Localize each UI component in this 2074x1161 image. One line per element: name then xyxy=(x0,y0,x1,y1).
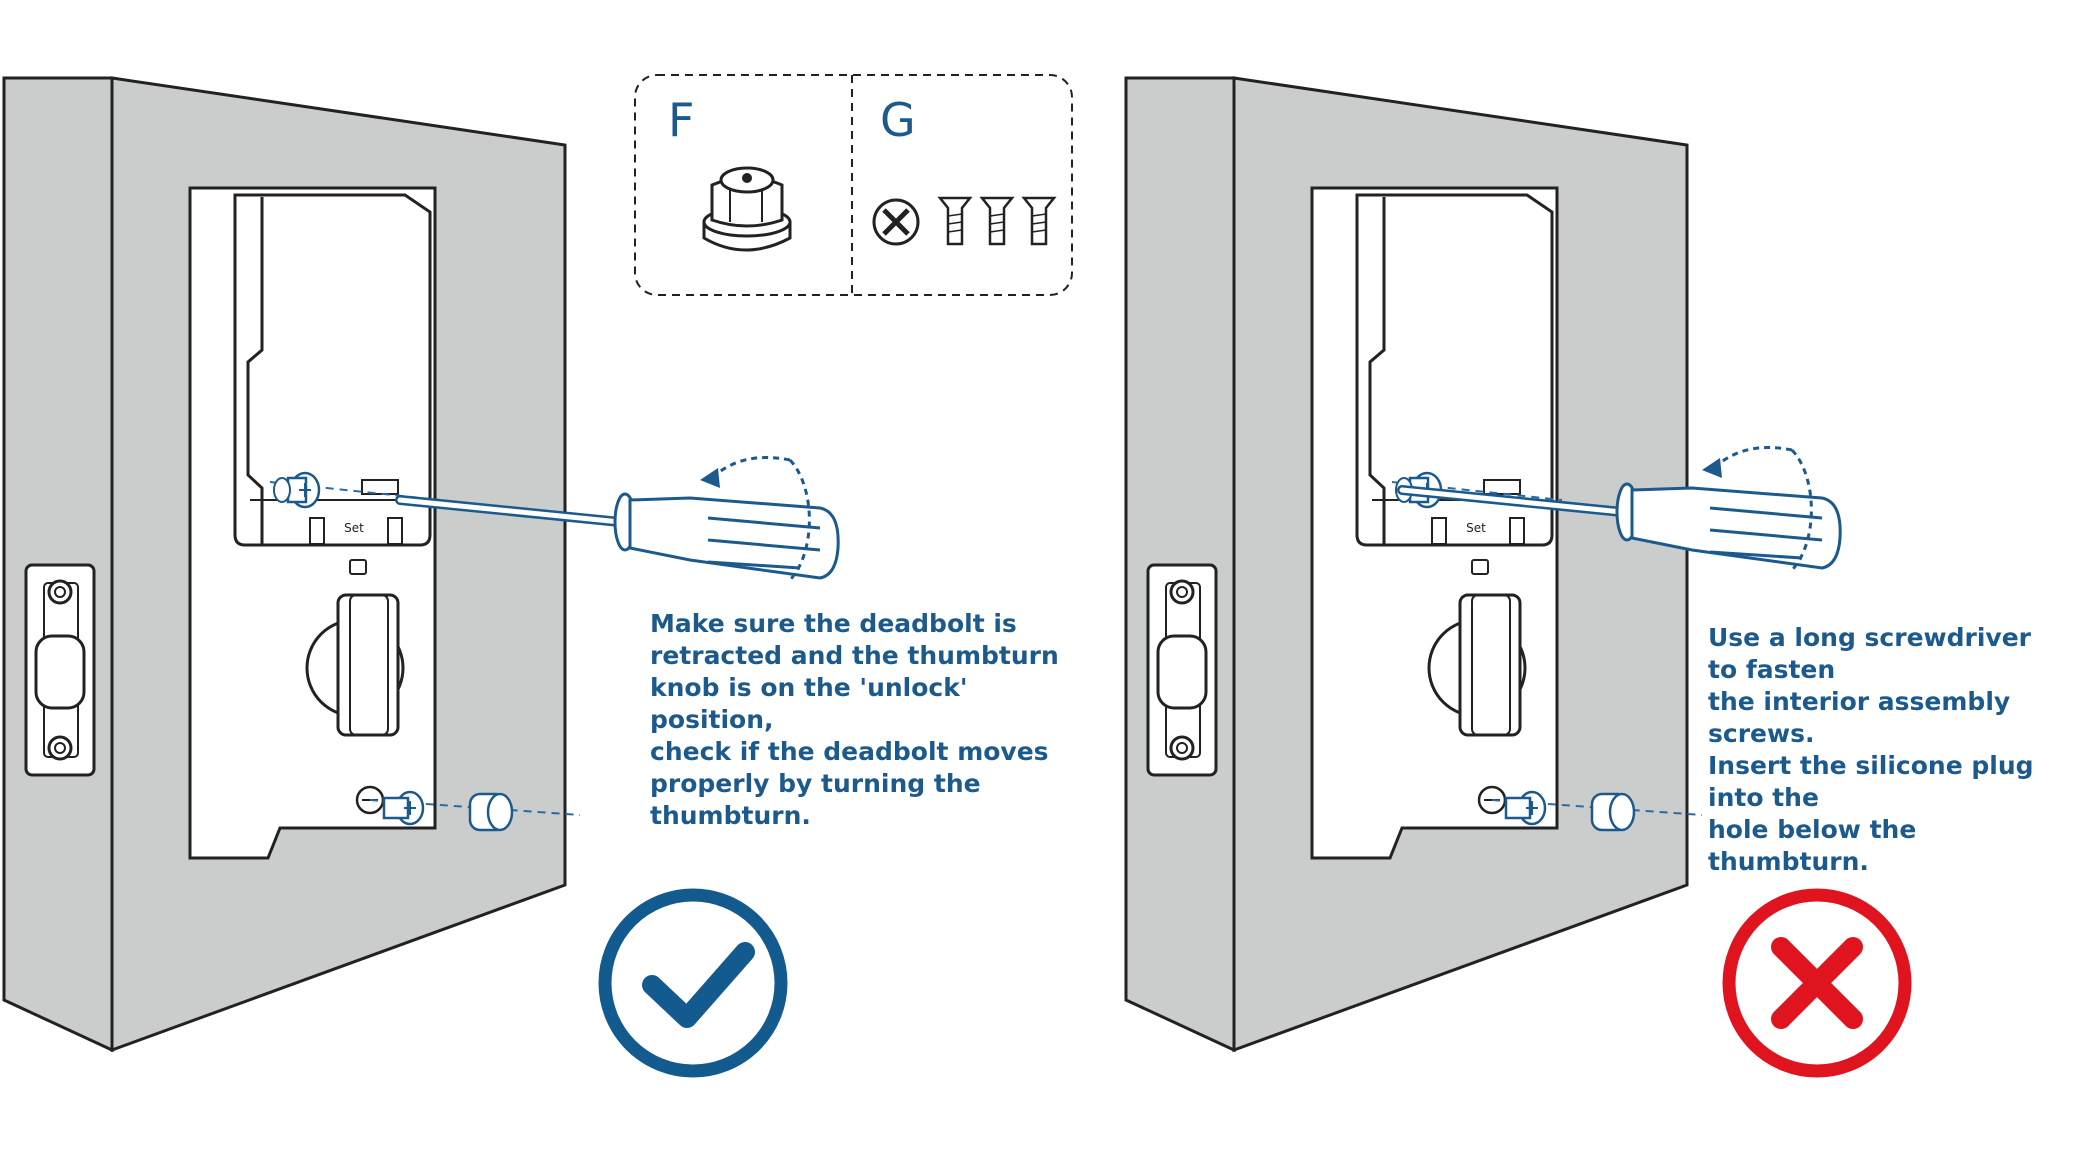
set-label-left: Set xyxy=(344,521,364,535)
right-instruction-text: Use a long screwdriver to fasten the int… xyxy=(1708,623,2034,876)
left-door-diagram: Set xyxy=(2,76,838,1052)
check-icon xyxy=(598,888,788,1078)
part-g-label: G xyxy=(880,93,916,147)
silicone-plug-icon xyxy=(702,166,792,252)
set-label-right: Set xyxy=(1466,521,1486,535)
cross-icon xyxy=(1722,888,1912,1078)
part-f-label: F xyxy=(668,93,694,147)
right-door-diagram: Set xyxy=(1124,76,1840,1052)
left-instruction-text: Make sure the deadbolt is retracted and … xyxy=(650,609,1059,830)
screw-set-icon xyxy=(872,196,1057,246)
parts-box: F G xyxy=(634,74,1073,296)
